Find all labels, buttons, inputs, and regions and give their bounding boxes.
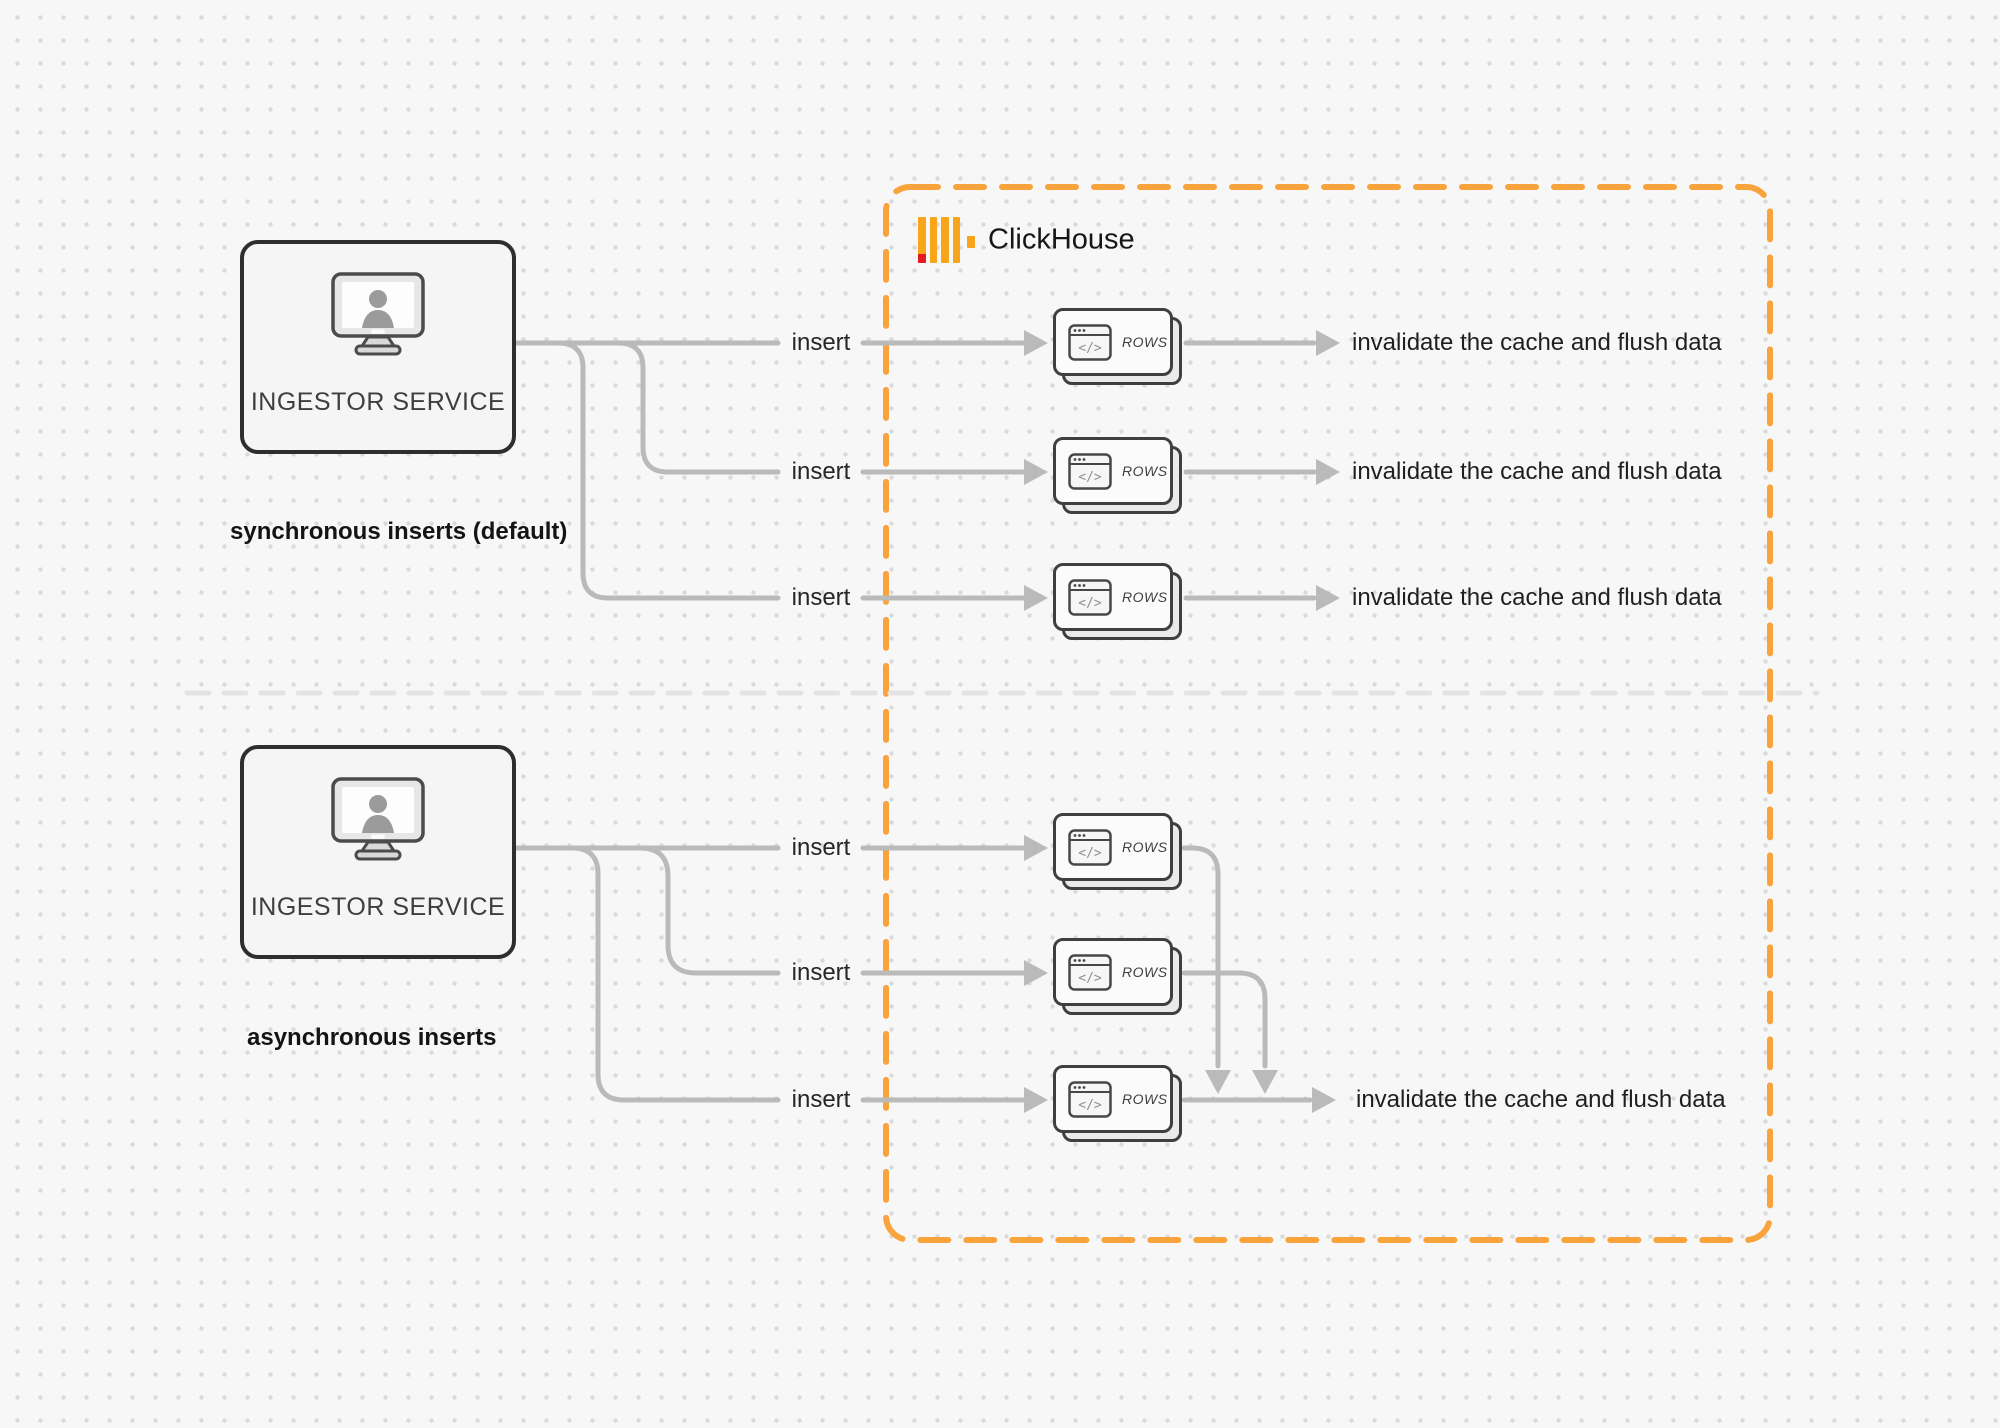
insert-label: insert [791, 584, 851, 611]
ingestor-service-label: INGESTOR SERVICE [250, 388, 506, 416]
logo-bar [918, 217, 926, 263]
ingestor-service-box-sync: INGESTOR SERVICE [240, 240, 516, 454]
insert-label: insert [791, 1086, 851, 1113]
logo-bar [929, 217, 937, 263]
code-glyph: </> [1078, 470, 1102, 485]
monitor-user-icon [331, 272, 425, 356]
code-glyph: </> [1078, 1098, 1102, 1113]
code-window-icon: </> [1068, 1080, 1112, 1118]
rows-card-label: ROWS [1122, 334, 1168, 350]
insert-label: insert [791, 834, 851, 861]
async-arrowheads [1024, 835, 1336, 1113]
ingestor-service-box-async: INGESTOR SERVICE [240, 745, 516, 959]
rows-card: </> ROWS [1053, 1065, 1185, 1145]
sync-connector-lines [505, 340, 1317, 601]
code-window-icon: </> [1068, 323, 1112, 361]
insert-label: insert [791, 959, 851, 986]
rows-card-label: ROWS [1122, 1091, 1168, 1107]
rows-card: </> ROWS [1053, 437, 1185, 517]
sync-arrowheads [1024, 330, 1340, 611]
clickhouse-logo-icon [918, 217, 978, 264]
rows-card: </> ROWS [1053, 813, 1185, 893]
result-label: invalidate the cache and flush data [1356, 1086, 1726, 1113]
rows-card-label: ROWS [1122, 463, 1168, 479]
result-label: invalidate the cache and flush data [1352, 329, 1722, 356]
insert-label: insert [791, 458, 851, 485]
result-label: invalidate the cache and flush data [1352, 458, 1722, 485]
insert-label: insert [791, 329, 851, 356]
logo-bar [952, 217, 960, 263]
monitor-user-icon [331, 777, 425, 861]
rows-card: </> ROWS [1053, 563, 1185, 643]
code-glyph: </> [1078, 596, 1102, 611]
code-glyph: </> [1078, 341, 1102, 356]
rows-card-label: ROWS [1122, 839, 1168, 855]
async-section-caption: asynchronous inserts [247, 1024, 497, 1051]
rows-card-label: ROWS [1122, 589, 1168, 605]
logo-bar [941, 217, 949, 263]
logo-bar [967, 236, 975, 248]
clickhouse-brand-label: ClickHouse [988, 223, 1135, 256]
code-window-icon: </> [1068, 452, 1112, 490]
result-label: invalidate the cache and flush data [1352, 584, 1722, 611]
code-glyph: </> [1078, 971, 1102, 986]
async-connector-lines [505, 845, 1313, 1103]
ingestor-service-label: INGESTOR SERVICE [250, 893, 506, 921]
code-window-icon: </> [1068, 578, 1112, 616]
sync-section-caption: synchronous inserts (default) [230, 518, 568, 545]
rows-card: </> ROWS [1053, 308, 1185, 388]
code-window-icon: </> [1068, 828, 1112, 866]
logo-red-accent [918, 254, 926, 263]
code-glyph: </> [1078, 846, 1102, 861]
rows-card-label: ROWS [1122, 964, 1168, 980]
rows-card: </> ROWS [1053, 938, 1185, 1018]
clickhouse-boundary-box [883, 184, 1773, 1243]
code-window-icon: </> [1068, 953, 1112, 991]
